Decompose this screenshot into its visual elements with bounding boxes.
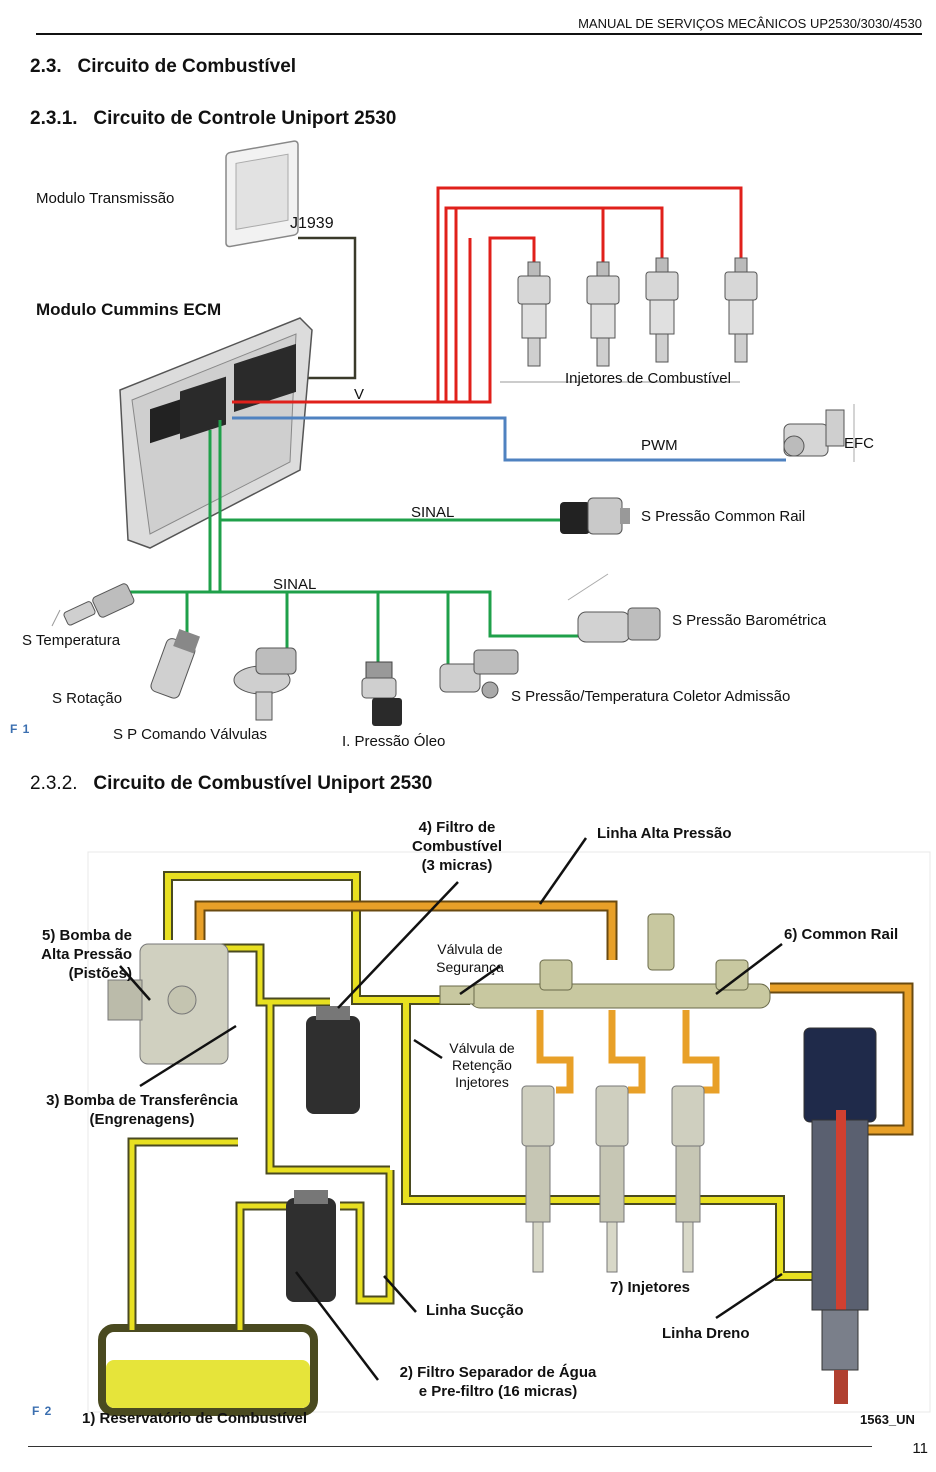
subsection2-title: Circuito de Combustível Uniport 2530 xyxy=(93,773,433,794)
camshaft-sensor xyxy=(233,647,297,721)
label-injectors: 7) Injetores xyxy=(610,1279,691,1296)
pwm-line xyxy=(232,416,786,462)
label-transfer-pump-2: (Engrenagens) xyxy=(89,1111,195,1128)
label-safety-valve: Válvula de Segurança xyxy=(420,940,520,976)
temperature-sensor xyxy=(51,583,135,627)
label-barometric-sensor: S Pressão Barométrica xyxy=(672,612,827,629)
subsection1-heading: 2.3.1. Circuito de Controle Uniport 2530 xyxy=(30,108,396,130)
label-high-pressure-pump: 5) Bomba de Alta Pressão (Pistões) xyxy=(20,926,132,983)
label-fuel-filter-3: (3 micras) xyxy=(421,857,493,874)
label-ecm: Modulo Cummins ECM xyxy=(36,300,222,319)
label-high-pressure-line: Linha Alta Pressão xyxy=(597,825,732,842)
label-safety-valve-1: Válvula de xyxy=(437,941,503,957)
low-pressure-lines xyxy=(165,873,818,1279)
label-fuel-filter-1: 4) Filtro de xyxy=(418,819,496,836)
label-water-separator-1: 2) Filtro Separador de Água xyxy=(399,1364,597,1381)
section-title: Circuito de Combustível xyxy=(77,56,297,77)
subsection2-heading: 2.3.2. Circuito de Combustível Uniport 2… xyxy=(30,773,432,795)
injector-feed-lines xyxy=(536,1010,720,1094)
label-injectors: Injetores de Combustível xyxy=(565,370,731,387)
label-signal-1: SINAL xyxy=(411,504,455,521)
label-drain-line: Linha Dreno xyxy=(662,1325,750,1342)
label-efc: EFC xyxy=(844,435,874,452)
ecm-module xyxy=(119,317,313,549)
barometric-pressure-sensor xyxy=(567,573,661,643)
common-rail xyxy=(439,913,771,1009)
label-transfer-pump: 3) Bomba de Transferência (Engrenagens) xyxy=(30,1091,254,1129)
sensor-signal-lines xyxy=(130,420,580,670)
section-number: 2.3. xyxy=(30,56,62,77)
figure-tag-1: F 1 xyxy=(10,722,31,736)
footer-rule xyxy=(28,1446,872,1447)
label-temperature-sensor: S Temperatura xyxy=(22,632,121,649)
label-check-valve: Válvula de Retenção Injetores xyxy=(436,1040,528,1091)
label-transmission-module: Modulo Transmissão xyxy=(36,190,175,207)
rotation-sensor xyxy=(150,629,201,699)
label-fuel-filter-2: Combustível xyxy=(411,838,502,855)
high-pressure-line xyxy=(196,902,912,1134)
label-water-separator-2: e Pre-filtro (16 micras) xyxy=(418,1383,578,1400)
leader-lines xyxy=(119,837,783,1381)
page-header: MANUAL DE SERVIÇOS MECÂNICOS UP2530/3030… xyxy=(578,16,922,31)
water-separator-filter xyxy=(286,1190,336,1302)
control-circuit-diagram xyxy=(51,140,855,726)
label-check-valve-1: Válvula de xyxy=(449,1040,515,1056)
label-hp-pump-3: (Pistões) xyxy=(68,965,132,982)
subsection2-number: 2.3.2. xyxy=(30,773,78,794)
label-j1939: J1939 xyxy=(290,215,334,232)
label-signal-2: SINAL xyxy=(273,576,317,593)
label-fuel-tank: 1) Reservatório de Combustível xyxy=(82,1410,308,1427)
label-oil-pressure: I. Pressão Óleo xyxy=(342,733,446,750)
cutaway-injector xyxy=(803,1027,877,1404)
oil-pressure-sensor xyxy=(361,661,402,726)
label-hp-pump-1: 5) Bomba de xyxy=(41,927,132,944)
injector-group xyxy=(500,257,758,383)
label-water-separator: 2) Filtro Separador de Água e Pre-filtro… xyxy=(380,1363,616,1401)
label-suction-line: Linha Sucção xyxy=(426,1302,524,1319)
label-rail-pressure-sensor: S Pressão Common Rail xyxy=(641,508,806,525)
small-injectors xyxy=(521,1085,705,1273)
header-rule xyxy=(36,33,922,35)
subsection1-number: 2.3.1. xyxy=(30,108,78,129)
label-safety-valve-2: Segurança xyxy=(436,959,504,975)
main-fuel-filter xyxy=(306,1006,360,1114)
label-rotation-sensor: S Rotação xyxy=(52,690,123,707)
label-check-valve-2: Retenção xyxy=(452,1057,512,1073)
subsection1-title: Circuito de Controle Uniport 2530 xyxy=(93,108,397,129)
fuel-tank xyxy=(98,1324,318,1416)
figure-code: 1563_UN xyxy=(860,1412,915,1427)
injector-power-lines xyxy=(232,186,743,404)
label-camshaft-sensor: S P Comando Válvulas xyxy=(113,726,267,743)
label-hp-pump-2: Alta Pressão xyxy=(41,946,132,963)
figure-tag-2: F 2 xyxy=(32,1404,53,1418)
label-transfer-pump-1: 3) Bomba de Transferência xyxy=(46,1092,238,1109)
high-pressure-pump xyxy=(107,943,229,1065)
transmission-module xyxy=(225,140,299,248)
suction-lines-fill xyxy=(129,945,393,1330)
label-common-rail: 6) Common Rail xyxy=(784,926,899,943)
section-heading: 2.3. Circuito de Combustível xyxy=(30,56,296,78)
label-fuel-filter: 4) Filtro de Combustível (3 micras) xyxy=(397,818,517,875)
efc-valve xyxy=(783,404,855,462)
label-v: V xyxy=(354,386,365,403)
label-check-valve-3: Injetores xyxy=(455,1074,509,1090)
manifold-pressure-sensor xyxy=(439,649,519,699)
label-manifold-sensor: S Pressão/Temperatura Coletor Admissão xyxy=(511,688,791,705)
page-number: 11 xyxy=(912,1440,928,1457)
rail-pressure-sensor xyxy=(560,497,630,535)
label-pwm: PWM xyxy=(641,437,678,454)
